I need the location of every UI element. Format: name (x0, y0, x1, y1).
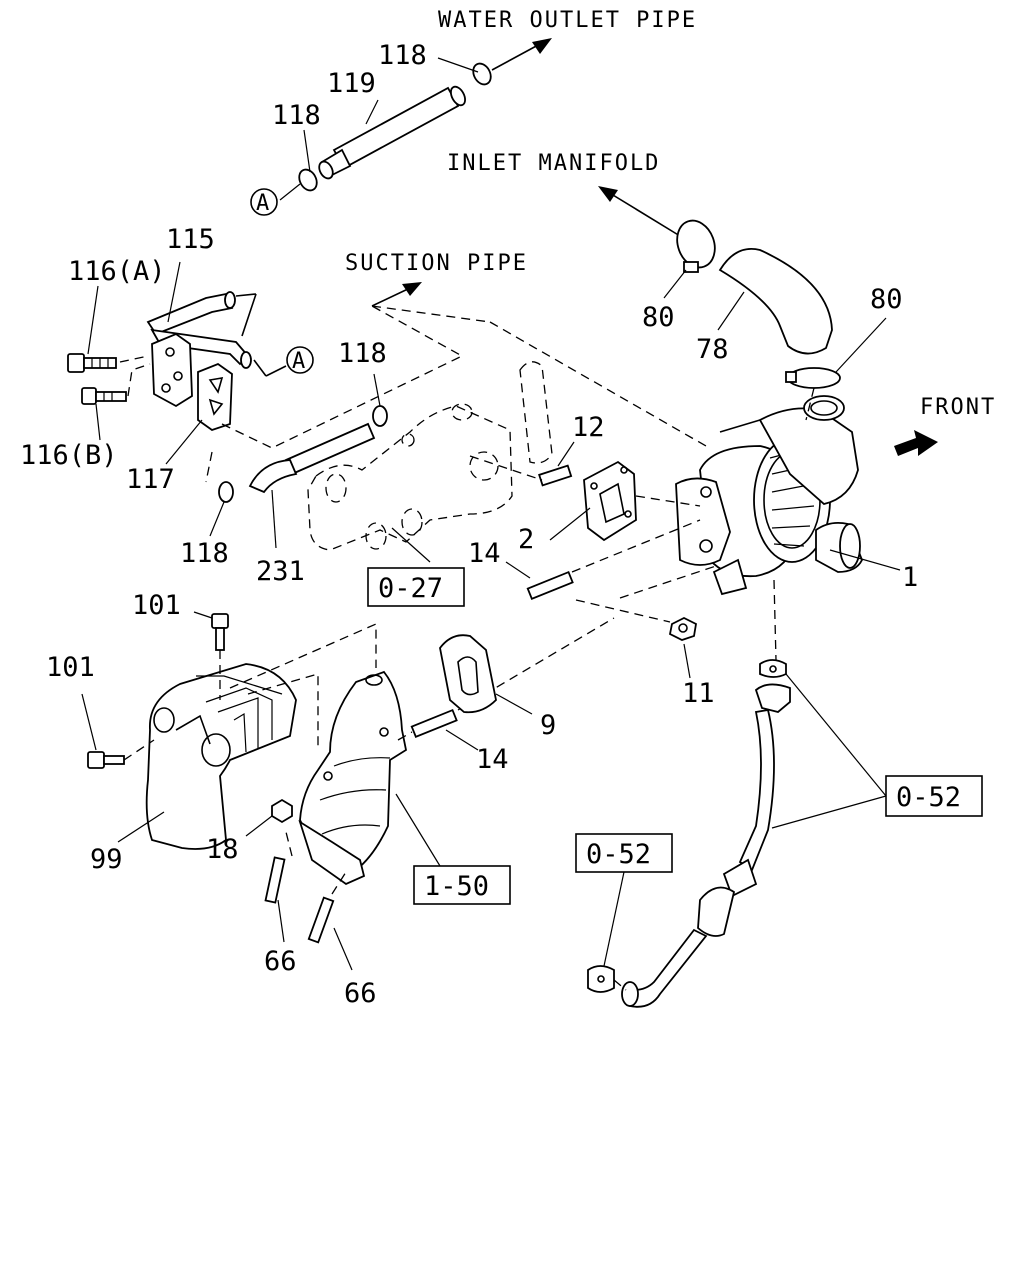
stud-12 (538, 464, 573, 487)
hose-clamp-118-left (218, 481, 234, 503)
nut-18 (271, 798, 293, 824)
callout-115: 115 (166, 224, 215, 255)
callout-118-top: 118 (378, 40, 427, 71)
note-water-outlet-pipe: WATER OUTLET PIPE (438, 8, 697, 33)
callout-14-lower: 14 (476, 744, 509, 775)
svg-text:A: A (292, 349, 307, 374)
outlet-gasket-9 (439, 634, 497, 714)
bolt-101-top (211, 613, 229, 651)
reference-a-marker-top: A (250, 188, 278, 216)
bolt-116a (67, 353, 117, 373)
front-exhaust-pipe-catalyst (298, 670, 408, 886)
water-outlet-hose-119 (318, 85, 466, 180)
callout-78: 78 (696, 334, 729, 365)
hose-clamp-118-mid (298, 168, 318, 192)
reference-box-1-50[interactable]: 1-50 (413, 865, 511, 905)
svg-text:0-27: 0-27 (378, 573, 443, 604)
callout-1: 1 (902, 562, 918, 593)
hose-clamp-80-right (785, 367, 841, 389)
hose-clamp-118-suction (372, 405, 388, 427)
oil-pipe-gasket-lower (587, 965, 615, 993)
gasket-117 (197, 362, 233, 431)
callout-118-suction: 118 (338, 338, 387, 369)
callout-117: 117 (126, 464, 175, 495)
callout-66-a: 66 (264, 946, 297, 977)
svg-text:0-52: 0-52 (586, 839, 651, 870)
callout-18: 18 (206, 834, 239, 865)
stud-66-b (307, 896, 335, 944)
callout-11: 11 (682, 678, 715, 709)
reference-a-marker-left: A (286, 346, 314, 374)
callout-119: 119 (327, 68, 376, 99)
inlet-manifold-arrow-icon (598, 186, 681, 237)
stud-14-lower (410, 708, 458, 738)
hose-clamp-80-top (676, 219, 716, 273)
heat-shield-99 (145, 663, 297, 850)
callout-116a: 116(A) (68, 256, 166, 287)
callout-116b: 116(B) (20, 440, 118, 471)
callout-101-top: 101 (132, 590, 181, 621)
air-hose-78 (718, 248, 833, 355)
callout-9: 9 (540, 710, 556, 741)
callout-231: 231 (256, 556, 305, 587)
exhaust-manifold (307, 361, 553, 551)
callout-80-top: 80 (642, 302, 675, 333)
callout-66-b: 66 (344, 978, 377, 1009)
oil-return-pipe (621, 683, 791, 1008)
suction-hose-231 (248, 422, 376, 494)
turbine-gasket-2 (583, 460, 637, 542)
stud-66-a (264, 856, 286, 904)
svg-text:0-52: 0-52 (896, 782, 961, 813)
callout-101-left: 101 (46, 652, 95, 683)
reference-box-0-52-left[interactable]: 0-52 (575, 833, 673, 873)
callout-118-mid: 118 (272, 100, 321, 131)
reference-box-0-52-right[interactable]: 0-52 (885, 775, 983, 817)
svg-text:A: A (256, 191, 271, 216)
flange-plate (151, 332, 193, 408)
callout-14-upper: 14 (468, 538, 501, 569)
bolt-116b (81, 387, 127, 405)
note-inlet-manifold: INLET MANIFOLD (447, 151, 660, 176)
oil-pipe-gasket-upper (759, 659, 787, 678)
note-suction-pipe: SUCTION PIPE (345, 251, 528, 276)
nut-11 (668, 616, 697, 641)
callout-80-right: 80 (870, 284, 903, 315)
water-outlet-arrow-icon (491, 38, 552, 71)
note-front: FRONT (920, 395, 996, 420)
front-arrow-icon (894, 430, 938, 456)
stud-14-upper (526, 570, 574, 600)
hose-clamp-118-top (472, 62, 492, 86)
callout-12: 12 (572, 412, 605, 443)
svg-text:1-50: 1-50 (424, 871, 489, 902)
bolt-101-left (87, 751, 125, 769)
suction-pipe-arrow-icon (371, 282, 422, 307)
callout-118-left: 118 (180, 538, 229, 569)
callout-99: 99 (90, 844, 123, 875)
callout-2: 2 (518, 524, 534, 555)
turbocharger-1 (675, 395, 863, 596)
reference-box-0-27[interactable]: 0-27 (367, 567, 465, 607)
